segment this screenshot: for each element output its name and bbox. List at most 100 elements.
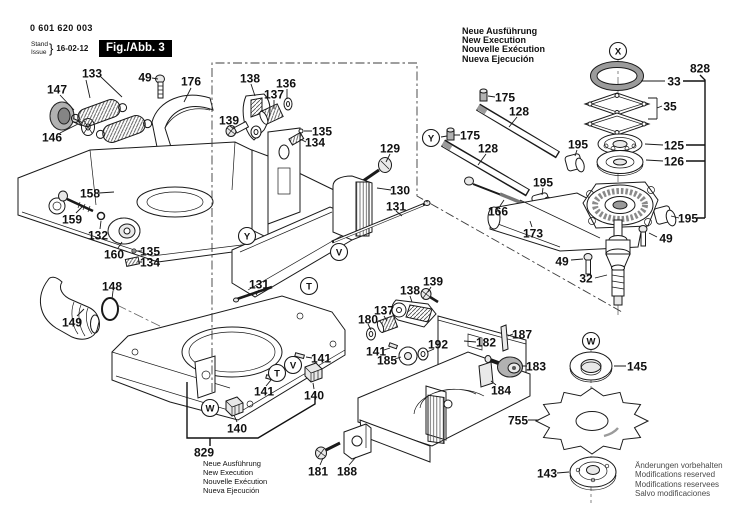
reference-marker-Y: Y [421,128,441,148]
part-label-141: 141 [366,344,386,358]
group-bracket-828 [683,74,706,219]
part-label-181: 181 [308,464,328,478]
part-bracket-188 [343,423,372,460]
part-strip-187 [500,324,509,352]
part-lever-138-top [242,93,271,141]
part-main-frame [17,127,339,263]
part-screw-159 [58,190,94,213]
part-label-125: 125 [664,138,684,152]
part-label-131: 131 [249,277,269,291]
note-line: New Execution [203,468,254,477]
reference-marker-Y: Y [237,226,257,246]
part-label-49: 49 [659,231,673,245]
part-spring-134-top [288,131,305,146]
part-screw-49-mid [638,225,648,247]
part-label-139: 139 [423,274,443,288]
part-oring-132 [96,211,106,221]
part-label-149: 149 [62,315,82,329]
part-label-140: 140 [227,421,247,435]
part-gear-housing [487,181,659,252]
part-label-176: 176 [181,74,201,88]
part-setscrew-175-upper [479,88,488,102]
svg-text:X: X [615,46,622,57]
note-line: Neue Ausführung [203,459,261,468]
part-label-158: 158 [80,186,100,200]
part-screw-139-bottom [420,288,439,304]
part-slide-130 [231,175,373,298]
part-screw-181 [315,441,341,460]
part-label-130: 130 [390,183,410,197]
part-label-49: 49 [555,254,569,268]
part-washer-192 [417,347,429,361]
part-pin-141-right [294,352,305,360]
part-bushing-195-a [564,153,585,173]
part-label-135: 135 [312,124,332,138]
boundary-dashdot [211,62,623,392]
note-line: Nouvelle Exécution [203,477,268,486]
part-label-49: 49 [138,70,152,84]
part-label-195: 195 [533,175,553,189]
part-rod-128-lower [440,139,531,197]
part-label-192: 192 [428,337,448,351]
svg-text:W: W [206,403,215,414]
part-gaskets-35 [583,92,651,136]
part-gear-185 [398,346,418,366]
leader-lines [59,76,680,474]
part-label-159: 159 [62,212,82,226]
part-roller-137-bottom [376,314,399,334]
part-ball-135-mid [131,248,137,254]
note-line: Nouvelle Exécution [462,44,546,55]
part-label-143: 143 [537,466,557,480]
part-label-128: 128 [478,141,498,155]
part-elbow-149 [40,276,100,340]
part-spring-134-mid [124,256,141,267]
part-label-187: 187 [512,327,532,341]
part-label-188: 188 [337,464,357,478]
note-line: New Execution [462,35,527,46]
part-blade-755 [534,387,650,455]
part-rod-128-upper [475,103,561,159]
part-oring-33 [590,61,644,91]
reference-marker-T: T [267,363,287,383]
part-oring-148 [101,297,119,321]
part-pin-141-center [388,342,399,350]
part-label-160: 160 [104,247,124,261]
part-label-141: 141 [254,384,274,398]
part-screw-129 [362,157,392,183]
note-line: Nueva Ejecución [462,53,535,64]
part-lever-138-bottom [391,299,437,328]
part-label-185: 185 [377,353,397,367]
part-label-145: 145 [627,359,647,373]
part-label-139: 139 [219,113,239,127]
part-label-180: 180 [358,312,378,326]
part-label-137: 137 [374,303,394,317]
part-screw-49-left [583,253,593,275]
part-label-129: 129 [380,141,400,155]
part-label-32: 32 [579,271,593,285]
part-flange-143 [569,456,617,491]
part-label-138: 138 [240,71,260,85]
reference-marker-W: W [200,398,220,418]
part-label-135: 135 [140,244,160,258]
part-label-173: 173 [523,226,543,240]
part-label-134: 134 [305,135,325,149]
part-cover-176 [151,94,214,151]
part-label-133: 133 [82,66,102,80]
note-line: Salvo modificaciones [635,488,711,498]
svg-text:T: T [274,368,280,379]
part-label-137: 137 [264,87,284,101]
note-line: Nueva Ejecución [203,486,260,495]
issue-label: Issue [31,48,47,56]
part-label-33: 33 [667,74,681,88]
part-ring-145 [569,351,613,383]
part-pin-131-right [331,200,431,244]
part-label-175: 175 [460,128,480,142]
stand-label: Stand [31,41,48,48]
svg-text:V: V [336,247,343,258]
part-label-183: 183 [526,359,546,373]
